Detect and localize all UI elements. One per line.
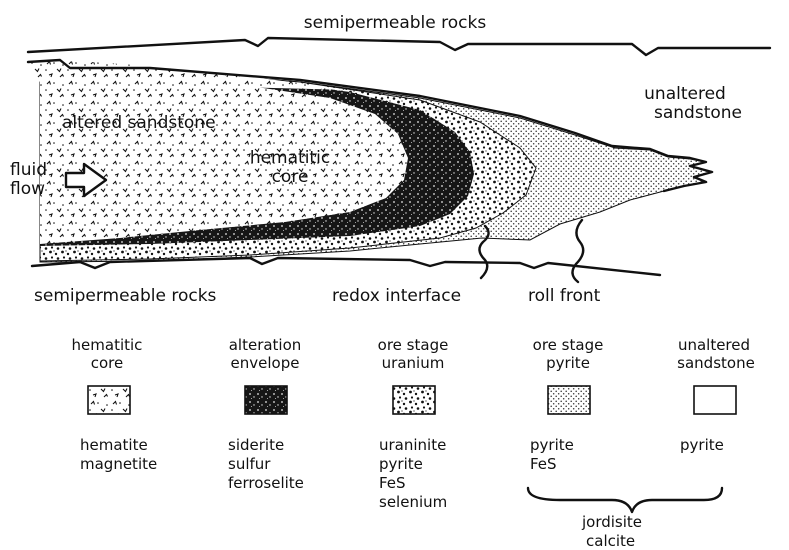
legend-mineral: siderite [228, 436, 284, 454]
legend-swatch-ore-stage-uranium [393, 386, 435, 414]
legend-title-line2: pyrite [546, 354, 590, 372]
legend-title-line2: envelope [231, 354, 300, 372]
legend-title-line2: uranium [382, 354, 445, 372]
legend-item-alteration-envelope: alteration envelope siderite sulfur ferr… [228, 336, 304, 492]
roll-front-label: roll front [528, 286, 601, 306]
legend-title-line1: ore stage [533, 336, 604, 354]
altered-sandstone-label: altered sandstone [62, 113, 216, 133]
curly-brace [528, 488, 722, 512]
unaltered-sandstone-label-line1: unaltered [644, 84, 726, 104]
brace-mineral: jordisite [581, 513, 642, 531]
legend-mineral: uraninite [379, 436, 446, 454]
bottom-rock-boundary [32, 258, 660, 275]
fluid-flow-label-line2: flow [10, 179, 45, 199]
legend-title-line1: unaltered [678, 336, 750, 354]
legend-swatch-ore-stage-pyrite [548, 386, 590, 414]
legend: hematitic core hematite magnetite altera… [72, 336, 755, 550]
legend-mineral: pyrite [379, 455, 423, 473]
unaltered-sandstone-label-line2: sandstone [654, 103, 742, 123]
legend-mineral: sulfur [228, 455, 271, 473]
hematitic-core-label-line1: hematitic [250, 148, 330, 168]
legend-mineral: FeS [530, 455, 557, 473]
legend-mineral: pyrite [530, 436, 574, 454]
legend-mineral: FeS [379, 474, 406, 492]
redox-interface-label: redox interface [332, 286, 461, 306]
legend-title-line1: hematitic [72, 336, 143, 354]
legend-mineral: selenium [379, 493, 447, 511]
legend-title-line2: core [91, 354, 124, 372]
bottom-semipermeable-rocks-label: semipermeable rocks [34, 286, 217, 306]
legend-mineral: pyrite [680, 436, 724, 454]
legend-mineral: magnetite [80, 455, 157, 473]
legend-item-unaltered-sandstone: unaltered sandstone pyrite [677, 336, 755, 454]
legend-item-ore-stage-uranium: ore stage uranium uraninite pyrite FeS s… [378, 336, 449, 511]
legend-mineral: hematite [80, 436, 148, 454]
legend-swatch-alteration-envelope [245, 386, 287, 414]
legend-title-line2: sandstone [677, 354, 755, 372]
top-rock-boundary [28, 38, 770, 55]
brace-mineral: calcite [586, 532, 635, 550]
legend-item-hematitic-core: hematitic core hematite magnetite [72, 336, 158, 473]
legend-title-line1: alteration [229, 336, 302, 354]
legend-swatch-hematitic-core [88, 386, 130, 414]
legend-item-ore-stage-pyrite: ore stage pyrite pyrite FeS [530, 336, 603, 473]
top-semipermeable-rocks-label: semipermeable rocks [304, 13, 487, 33]
legend-mineral: ferroselite [228, 474, 304, 492]
hematitic-core-label-line2: core [272, 167, 309, 187]
fluid-flow-label-line1: fluid [10, 160, 47, 180]
roll-front-leader [572, 220, 583, 282]
legend-swatch-unaltered-sandstone [694, 386, 736, 414]
legend-title-line1: ore stage [378, 336, 449, 354]
